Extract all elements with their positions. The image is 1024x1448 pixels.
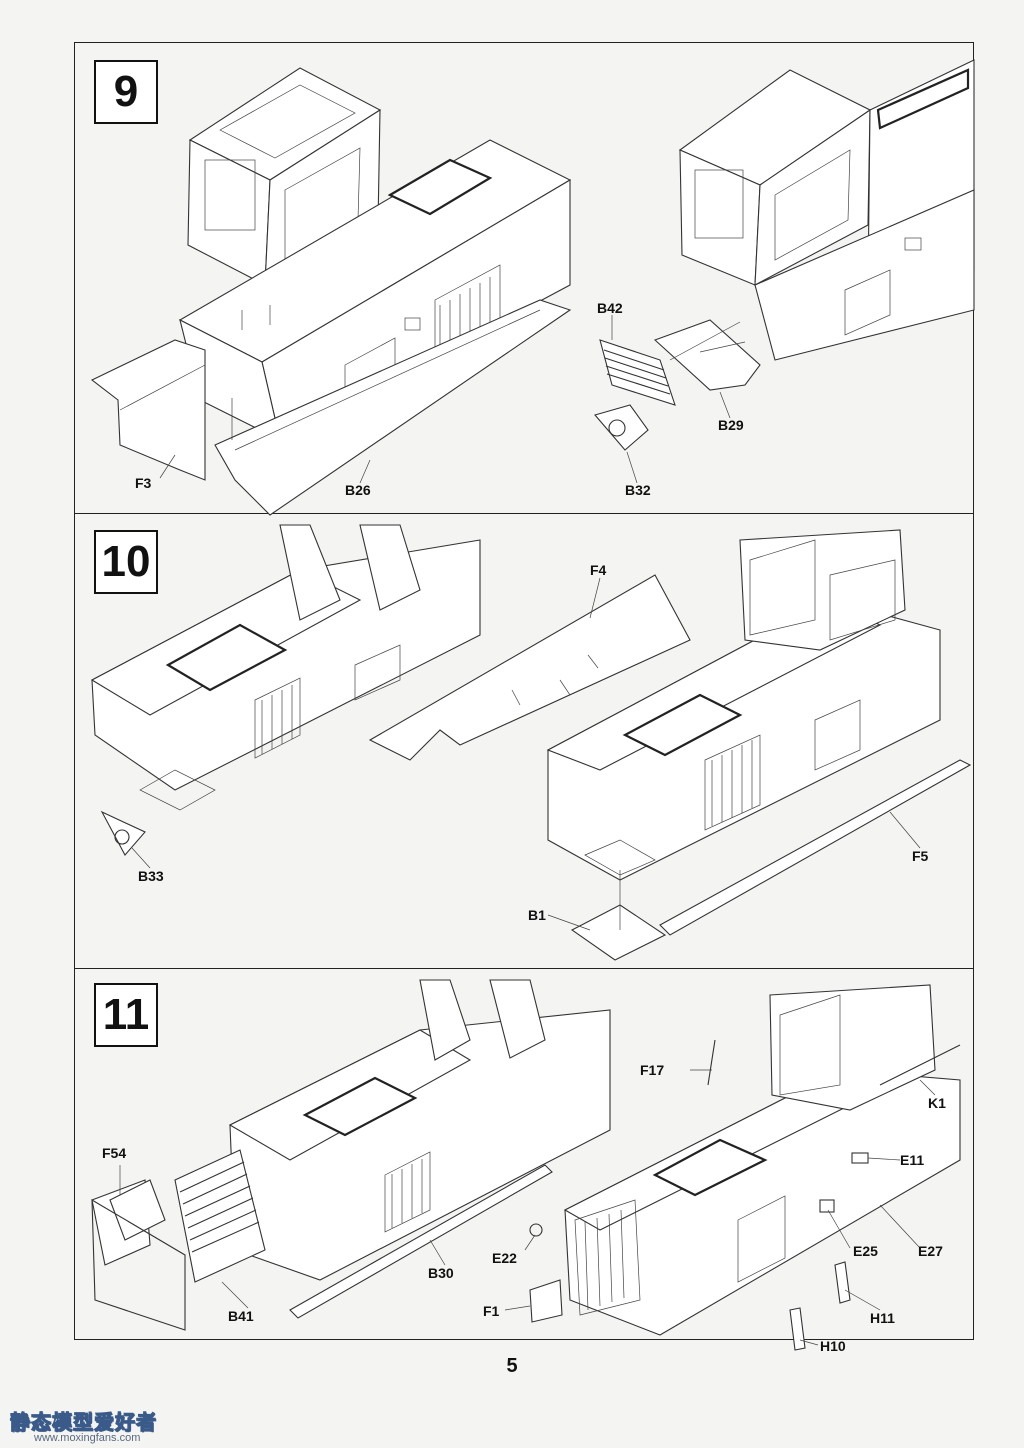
label-f5: F5 <box>912 848 929 864</box>
step-separator-1 <box>74 513 974 514</box>
label-b30: B30 <box>428 1265 454 1281</box>
step-separator-2 <box>74 968 974 969</box>
step-9-hull-left <box>90 67 572 516</box>
step-10-number: 10 <box>94 530 158 594</box>
watermark-text: 静态模型爱好者 <box>10 1412 157 1435</box>
label-k1: K1 <box>928 1095 946 1111</box>
label-h11: H11 <box>870 1310 895 1326</box>
leader-lines <box>119 315 936 1346</box>
label-e22: E22 <box>492 1250 517 1266</box>
label-b1: B1 <box>528 907 546 923</box>
step-9-number: 9 <box>94 60 158 124</box>
label-b32: B32 <box>625 482 651 498</box>
label-f1: F1 <box>483 1303 500 1319</box>
part-f4-plate <box>368 574 691 761</box>
label-e27: E27 <box>918 1243 943 1259</box>
page-number: 5 <box>506 1355 518 1377</box>
label-b42: B42 <box>597 300 623 316</box>
step-10-hull-left <box>90 524 481 856</box>
step-10-hull-right <box>546 529 972 961</box>
label-e11: E11 <box>900 1152 925 1168</box>
step-11-hull-left <box>91 979 611 1331</box>
step-11-number: 11 <box>94 983 158 1047</box>
label-h10: H10 <box>820 1338 846 1354</box>
step-11-hull-right <box>529 984 961 1351</box>
label-b29: B29 <box>718 417 744 433</box>
label-f3: F3 <box>135 475 152 491</box>
label-b41: B41 <box>228 1308 254 1324</box>
label-f4: F4 <box>590 562 607 578</box>
label-b26: B26 <box>345 482 371 498</box>
label-b33: B33 <box>138 868 164 884</box>
step-9-hull-right <box>594 59 975 451</box>
page-frame <box>74 42 974 1340</box>
label-f17: F17 <box>640 1062 665 1078</box>
watermark-url: www.moxingfans.com <box>34 1432 141 1444</box>
label-f54: F54 <box>102 1145 127 1161</box>
label-e25: E25 <box>853 1243 878 1259</box>
